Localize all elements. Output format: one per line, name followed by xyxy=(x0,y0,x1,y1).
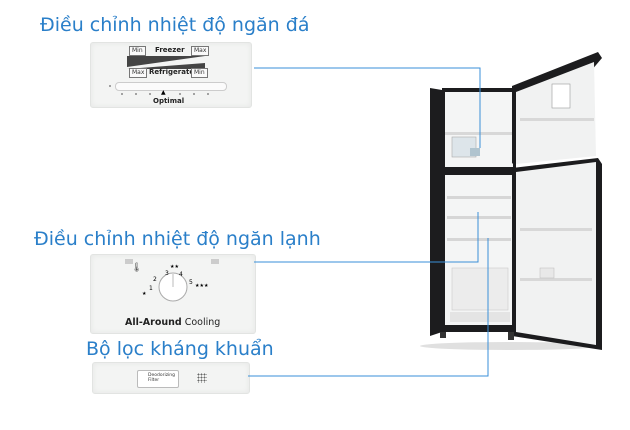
dial-number-5: 5 xyxy=(189,279,193,286)
freezer-max-tag: Max xyxy=(191,46,210,56)
dial-number-4: 4 xyxy=(179,271,183,278)
fridge-dial[interactable] xyxy=(91,255,255,333)
all-around-cooling-logo: All-Around Cooling xyxy=(125,317,221,328)
filter-panel: Deodorizing Filter xyxy=(92,362,250,394)
freezer-control-panel: Min Freezer Max Max Refrigerator Min ▲ O… xyxy=(90,42,252,108)
two-star-icon: ★★ xyxy=(170,264,179,270)
refrigerator-min-tag: Min xyxy=(191,68,208,78)
dial-number-1: 1 xyxy=(149,285,153,292)
fridge-control-panel: 🌡 1 2 3 4 5 ★ ★★ ★★★ All-Around Cooling xyxy=(90,254,256,334)
optimal-marker-icon: ▲ xyxy=(161,89,166,96)
filter-heading: Bộ lọc kháng khuẩn xyxy=(86,338,274,360)
freezer-slider-track[interactable] xyxy=(115,82,227,91)
freezer-wedge-graphic xyxy=(127,56,205,69)
dial-number-2: 2 xyxy=(153,276,157,283)
dial-number-3: 3 xyxy=(165,270,169,277)
freezer-temp-heading: Điều chỉnh nhiệt độ ngăn đá xyxy=(40,14,310,36)
fridge-temp-heading: Điều chỉnh nhiệt độ ngăn lạnh xyxy=(34,228,321,250)
deodorizing-filter: Deodorizing Filter xyxy=(137,370,179,388)
refrigerator-label: Refrigerator xyxy=(149,68,198,76)
refrigerator-max-tag: Max xyxy=(129,68,148,78)
three-star-icon: ★★★ xyxy=(195,283,209,289)
one-star-icon: ★ xyxy=(142,291,147,297)
optimal-label: Optimal xyxy=(153,97,185,105)
thermometer-icon: 🌡 xyxy=(131,263,143,273)
freezer-min-tag: Min xyxy=(129,46,146,56)
freezer-label: Freezer xyxy=(155,46,185,54)
